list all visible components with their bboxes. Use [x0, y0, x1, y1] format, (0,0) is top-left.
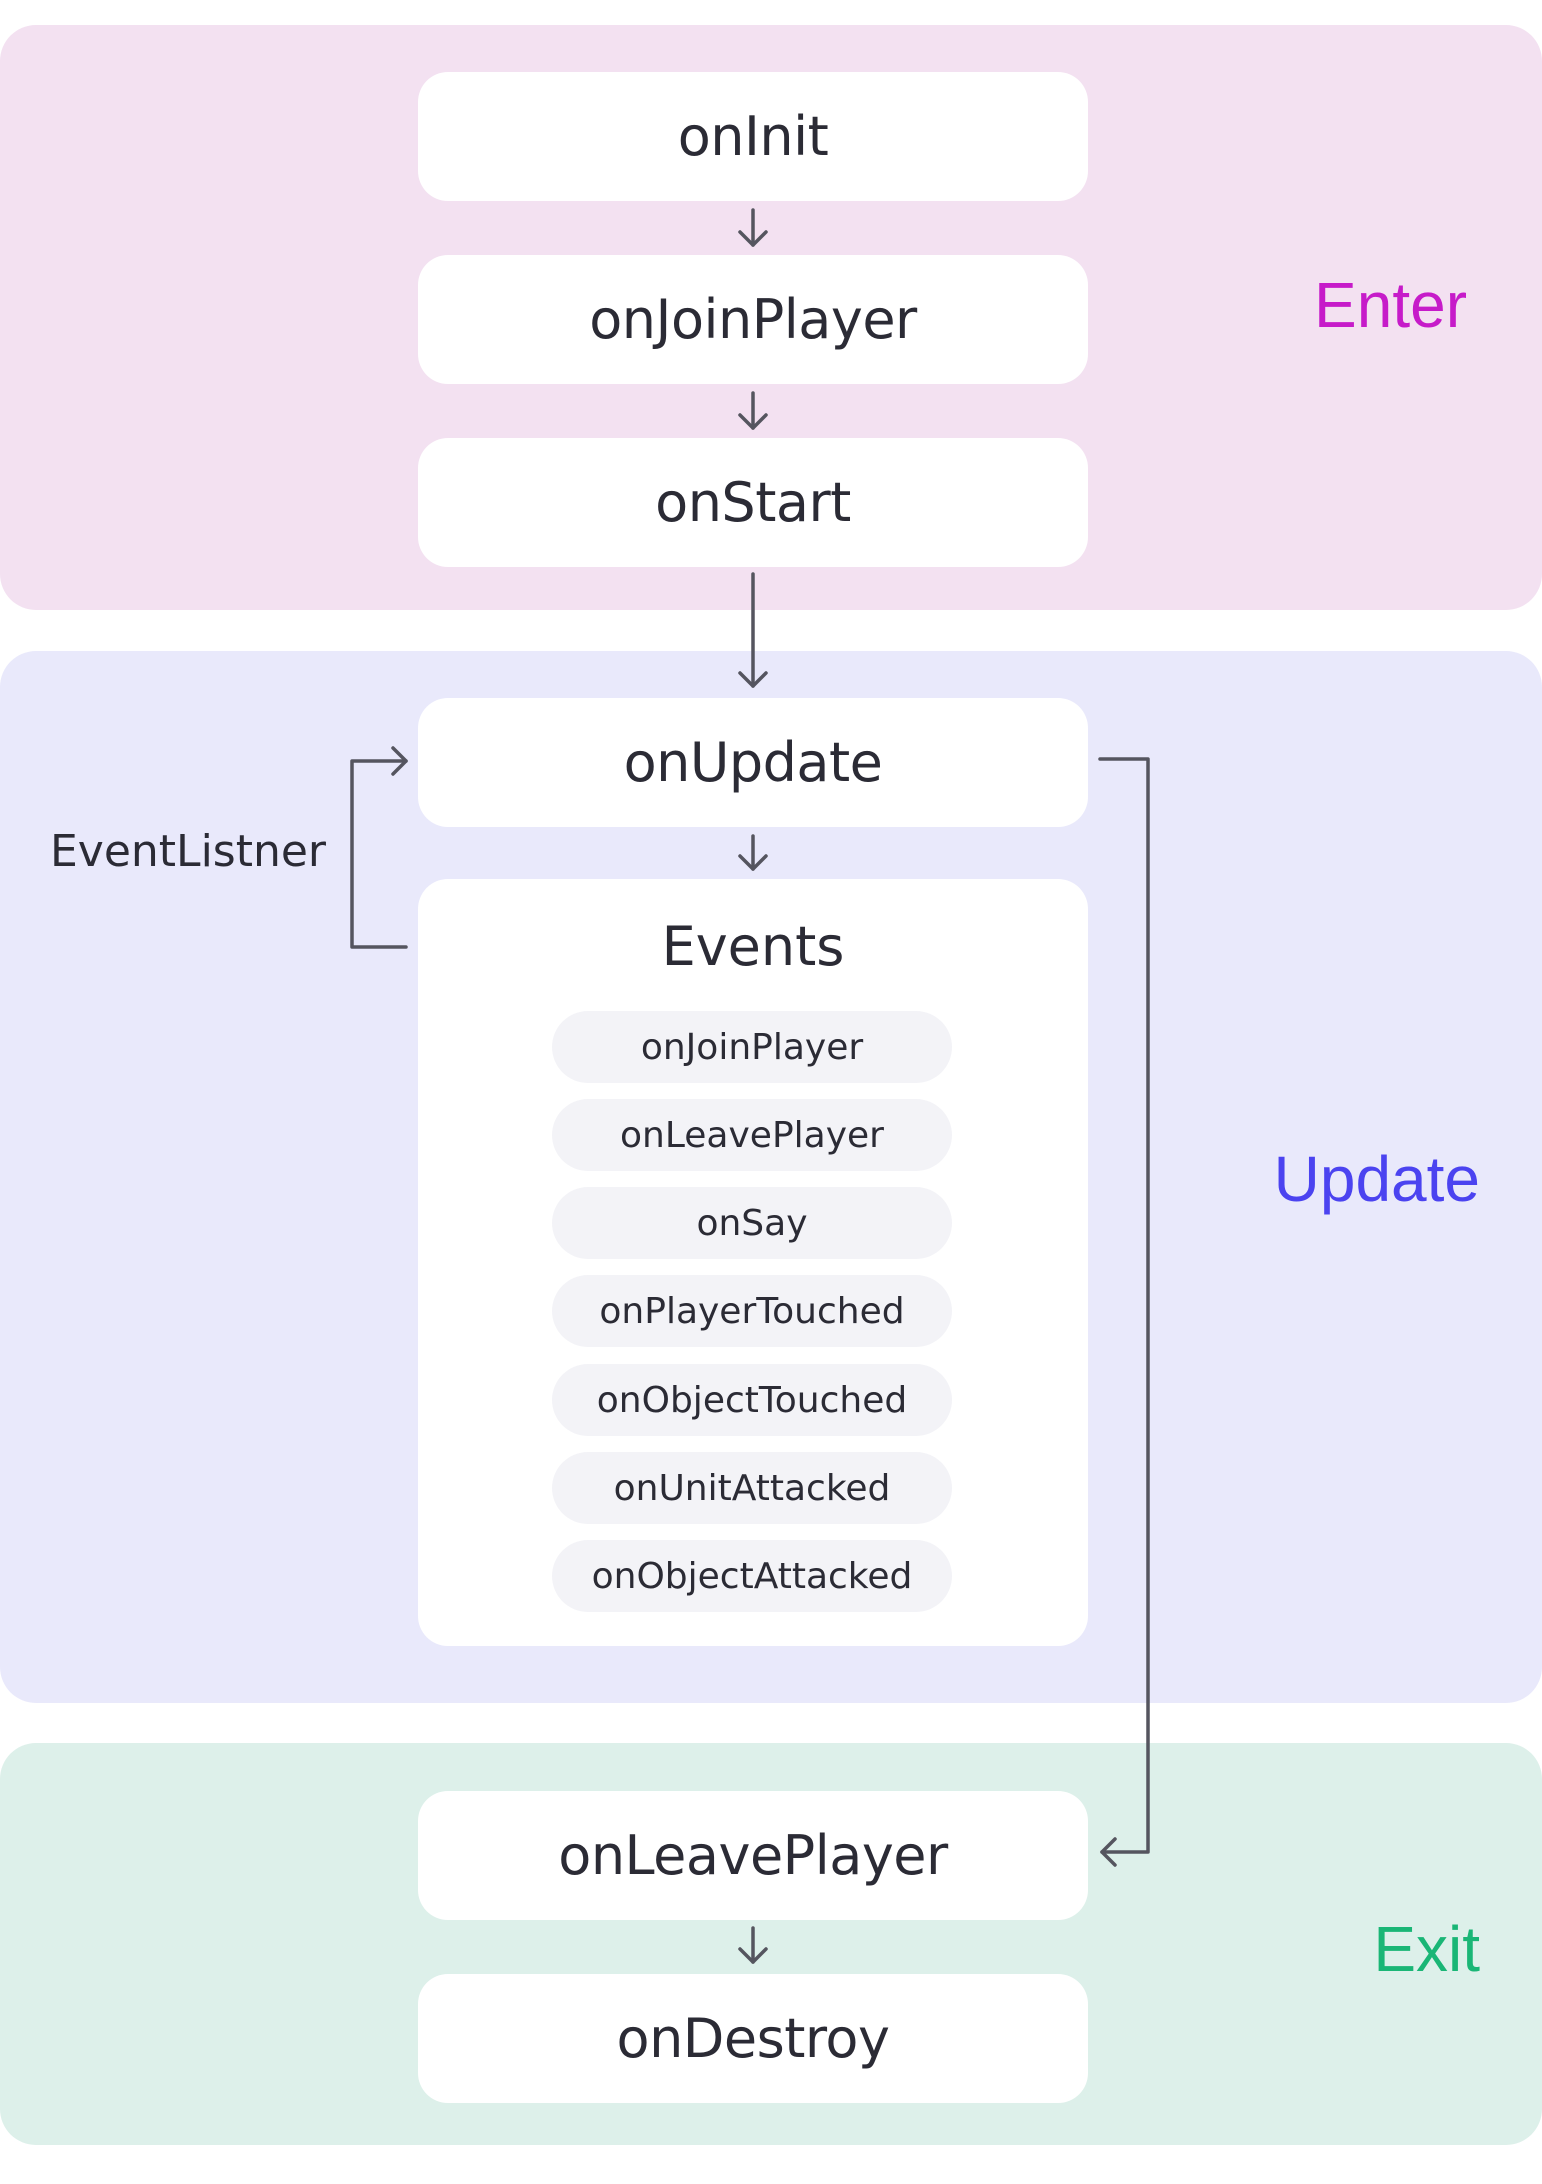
step-onupdate: onUpdate [418, 698, 1088, 827]
exit-label: Exit [1373, 1913, 1480, 1985]
event-item: onObjectTouched [552, 1364, 952, 1436]
event-item: onObjectAttacked [552, 1540, 952, 1612]
update-label: Update [1273, 1143, 1480, 1215]
event-item: onLeavePlayer [552, 1099, 952, 1171]
event-item: onPlayerTouched [552, 1275, 952, 1347]
event-listener-label: EventListner [50, 826, 327, 877]
events-title: Events [661, 915, 845, 978]
arrow-oninit-to-onjoinplayer [738, 208, 768, 247]
step-onleaveplayer: onLeavePlayer [418, 1791, 1088, 1920]
arrow-onstart-to-onupdate [738, 572, 768, 688]
arrow-onjoinplayer-to-onstart [738, 391, 768, 430]
event-item: onJoinPlayer [552, 1011, 952, 1083]
step-onstart: onStart [418, 438, 1088, 567]
event-item: onUnitAttacked [552, 1452, 952, 1524]
event-item: onSay [552, 1187, 952, 1259]
arrow-event-listener-loop [350, 746, 408, 949]
step-oninit: onInit [418, 72, 1088, 201]
arrow-onupdate-to-events [738, 834, 768, 871]
arrow-onleaveplayer-to-ondestroy [738, 1926, 768, 1964]
step-ondestroy: onDestroy [418, 1974, 1088, 2103]
step-onjoinplayer: onJoinPlayer [418, 255, 1088, 384]
arrow-onupdate-to-onleaveplayer [1098, 757, 1150, 1867]
events-box: Events onJoinPlayer onLeavePlayer onSay … [418, 879, 1088, 1646]
enter-label: Enter [1314, 269, 1467, 341]
